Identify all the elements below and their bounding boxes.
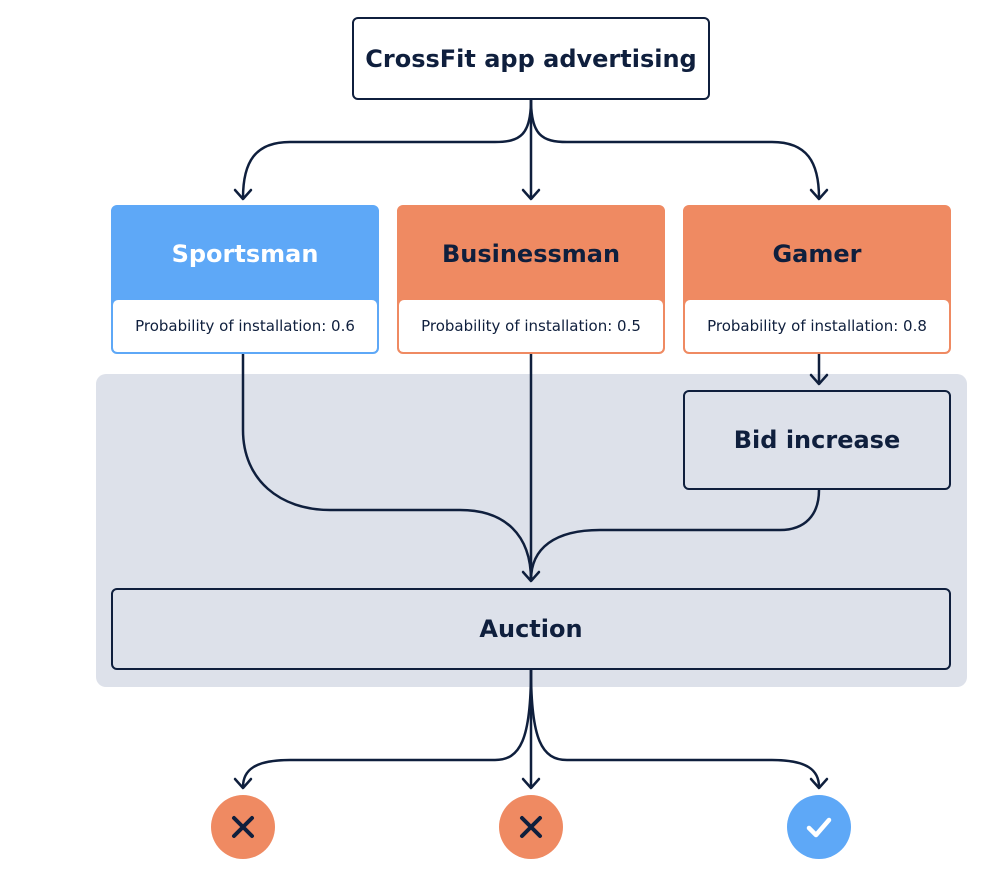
auction-box: Auction	[111, 588, 951, 670]
title-text: CrossFit app advertising	[365, 44, 697, 73]
segment-gamer: Gamer Probability of installation: 0.8	[683, 205, 951, 354]
auction-text: Auction	[479, 615, 583, 643]
segment-probability: Probability of installation: 0.8	[685, 300, 949, 352]
cross-icon	[232, 816, 254, 838]
segment-businessman: Businessman Probability of installation:…	[397, 205, 665, 354]
arrow-to-outcome-1	[241, 668, 533, 789]
segment-name: Gamer	[772, 239, 862, 268]
bid-increase-box: Bid increase	[683, 390, 951, 490]
arrow-bid-to-auction	[529, 488, 821, 582]
segment-probability: Probability of installation: 0.6	[113, 300, 377, 352]
outcome-rejected-1	[211, 795, 275, 859]
segment-name: Sportsman	[171, 239, 319, 268]
arrow-to-sportsman	[241, 98, 533, 200]
cross-icon	[520, 816, 542, 838]
segment-probability: Probability of installation: 0.5	[399, 300, 663, 352]
arrow-to-gamer	[529, 98, 821, 200]
bid-increase-text: Bid increase	[733, 426, 901, 454]
outcome-accepted	[787, 795, 851, 859]
segment-sportsman: Sportsman Probability of installation: 0…	[111, 205, 379, 354]
title-box: CrossFit app advertising	[352, 17, 710, 100]
arrow-sportsman-to-auction	[241, 352, 533, 582]
outcome-rejected-2	[499, 795, 563, 859]
arrow-to-outcome-3	[529, 668, 821, 789]
segment-name: Businessman	[441, 239, 621, 268]
check-icon	[806, 817, 832, 838]
